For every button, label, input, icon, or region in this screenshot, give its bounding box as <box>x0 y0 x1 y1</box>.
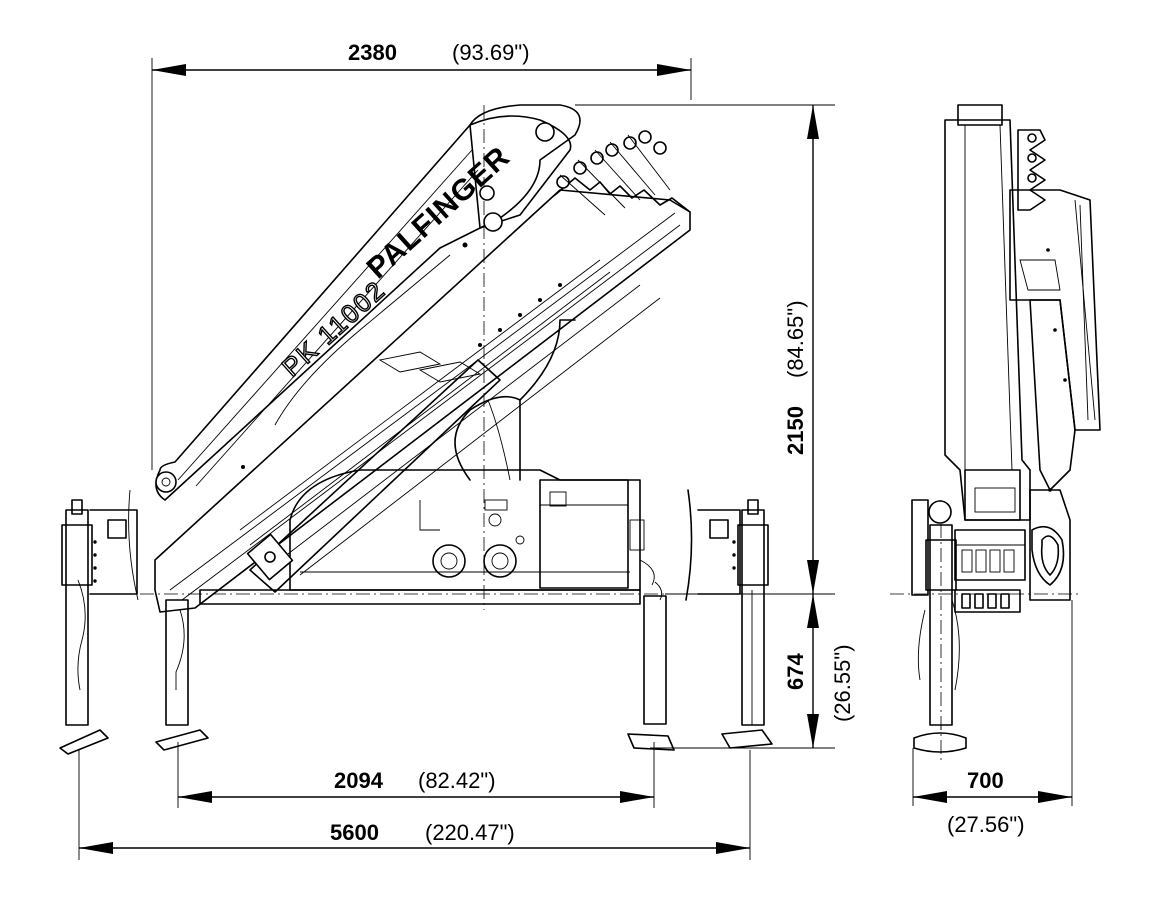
crane-boom <box>154 104 691 613</box>
stabilizer-legs-front <box>59 489 773 755</box>
dim-height-value: 2150 <box>783 406 808 455</box>
dim-outer-spread-value: 5600 <box>330 820 379 845</box>
dim-inner-spread-imperial: (82.42") <box>418 768 496 793</box>
dimension-labels: 2380 (93.69") 2150 (84.65") 674 (26.55")… <box>330 40 1025 845</box>
dim-side-width-value: 700 <box>967 768 1004 793</box>
dimension-lines <box>79 64 1072 854</box>
center-lines <box>140 105 1080 760</box>
crane-base <box>199 319 655 605</box>
dim-outer-spread-imperial: (220.47") <box>425 820 515 845</box>
dim-top-width-value: 2380 <box>348 40 397 65</box>
model-label: PK 11002 <box>276 274 391 382</box>
crane-side-view <box>911 104 1101 753</box>
dim-inner-spread-value: 2094 <box>334 768 384 793</box>
dim-leg-drop-imperial: (26.55") <box>830 644 855 722</box>
dim-height-imperial: (84.65") <box>783 300 808 378</box>
dim-top-width-imperial: (93.69") <box>452 40 530 65</box>
dim-leg-drop-value: 674 <box>783 653 808 690</box>
dim-side-width-imperial: (27.56") <box>947 812 1025 837</box>
